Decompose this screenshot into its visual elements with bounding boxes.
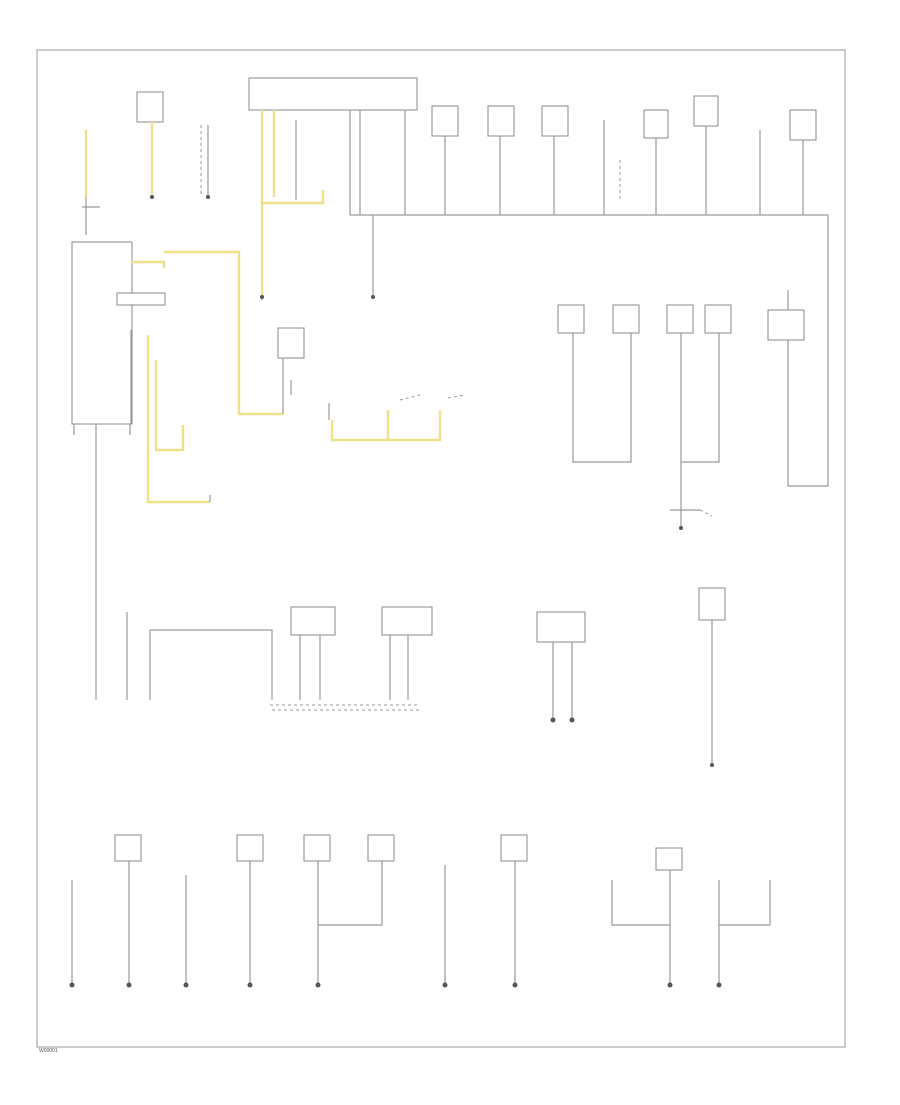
top-left-components [136,77,817,141]
right-middle-components [557,304,805,530]
junction-block-left [71,241,466,650]
diagram-frame [36,49,846,1048]
middle-row-components [95,587,726,767]
page-code: W00001 [39,1048,58,1054]
top-wires [82,110,829,487]
bottom-row-components [69,834,771,988]
